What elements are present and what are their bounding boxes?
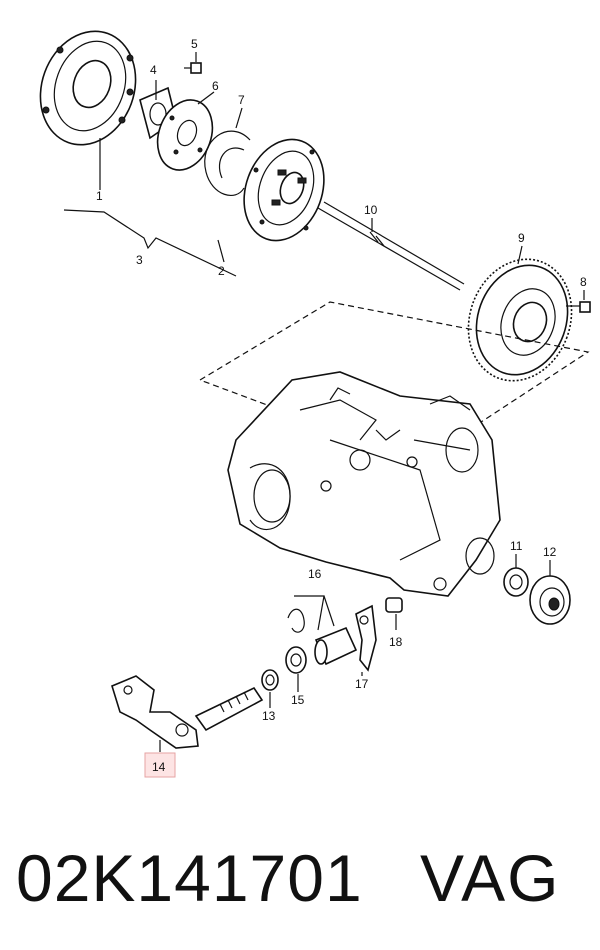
transmission-housing (227, 371, 501, 597)
part-number: 02K141701 (16, 841, 363, 915)
exploded-parts-diagram: 1 2 3 4 5 6 7 8 9 10 11 12 13 14 15 16 1… (39, 30, 591, 778)
clutch-pressure-plate (39, 30, 137, 146)
circlip (204, 130, 251, 197)
footer: 02K141701 VAG (0, 820, 600, 930)
callout-13: 13 (262, 709, 276, 723)
callout-15: 15 (291, 693, 305, 707)
release-fork-lever (355, 604, 377, 672)
callout-12: 12 (543, 545, 557, 559)
clutch-disc (243, 138, 325, 242)
callout-4: 4 (150, 63, 157, 77)
callout-11: 11 (510, 539, 523, 553)
bolt (184, 62, 202, 74)
callout-8: 8 (580, 275, 587, 289)
bearing (503, 567, 529, 597)
leader-lines (63, 52, 585, 752)
callout-1: 1 (96, 189, 103, 203)
callout-16: 16 (308, 567, 322, 581)
shaft-bearing (285, 646, 307, 674)
callout-7: 7 (238, 93, 245, 107)
shaft-bush (261, 669, 279, 691)
callout-labels: 1 2 3 4 5 6 7 8 9 10 11 12 13 14 15 16 1… (96, 37, 587, 774)
clip-and-bush (287, 608, 358, 666)
callout-17: 17 (355, 677, 369, 691)
clutch-plate (156, 99, 214, 171)
release-shaft (317, 201, 465, 291)
callout-10: 10 (364, 203, 378, 217)
brand-name: VAG (420, 841, 561, 915)
callout-18: 18 (389, 635, 403, 649)
highlight-box (144, 752, 176, 778)
clutch-release-lever (111, 675, 264, 749)
oil-seal (529, 575, 571, 625)
callout-3: 3 (136, 253, 143, 267)
flywheel-bolt (566, 301, 591, 313)
callout-6: 6 (212, 79, 219, 93)
small-bush (385, 597, 403, 613)
callout-9: 9 (518, 231, 525, 245)
callout-14: 14 (152, 760, 166, 774)
flywheel (467, 258, 573, 382)
callout-2: 2 (218, 264, 225, 278)
callout-5: 5 (191, 37, 198, 51)
